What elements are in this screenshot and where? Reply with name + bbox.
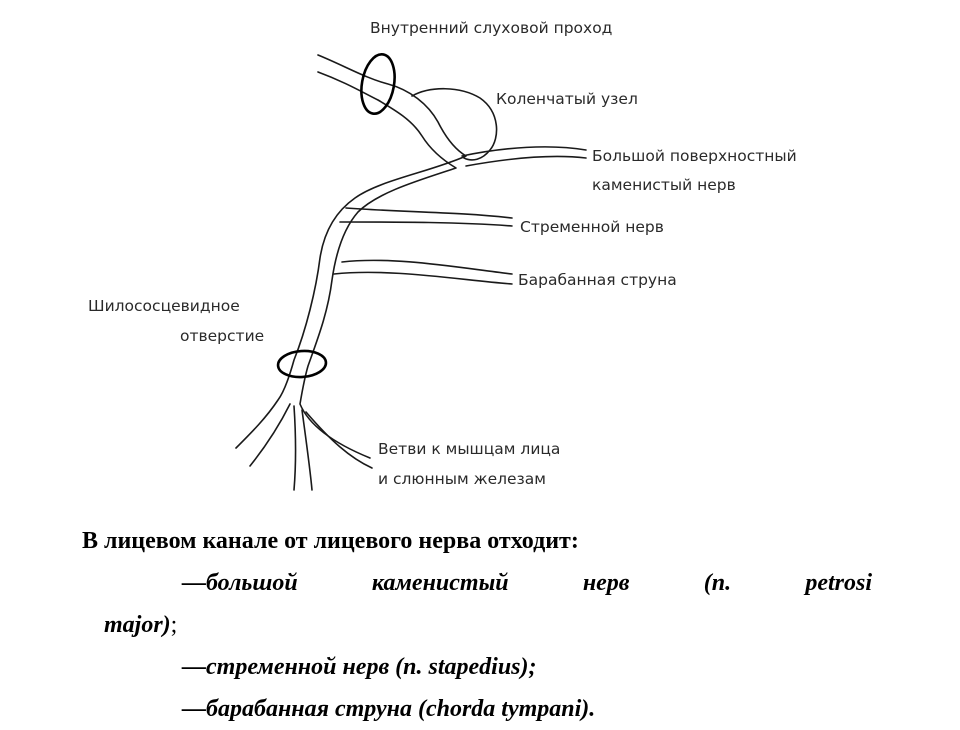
greater-petrosal-nerve-line-1: [461, 146, 587, 157]
list-item-greater-petrosal-continuation: major);: [82, 604, 872, 646]
list-item-greater-petrosal: —большой каменистый нерв (n. petrosi: [82, 562, 872, 604]
greater-petrosal-nerve-line-2: [465, 155, 587, 167]
description-heading: В лицевом канале от лицевого нерва отход…: [82, 528, 579, 554]
facial-branch-middle-outer: [301, 409, 313, 491]
facial-nerve-diagram: Внутренний слуховой проход Коленчатый уз…: [88, 19, 797, 491]
item-dash: —: [182, 570, 206, 596]
stylomastoid-ring: [276, 349, 328, 379]
facial-branch-left-inner: [249, 403, 291, 467]
nerve-trunk-upper: [235, 54, 467, 449]
label-chorda: Барабанная струна: [518, 271, 677, 289]
label-greater-petrosal-2: каменистый нерв: [592, 176, 736, 194]
stapedius-nerve-line-1: [345, 207, 513, 219]
chorda-tympani-line-1: [341, 259, 513, 275]
label-branches-2: и слюнным железам: [378, 470, 546, 488]
facial-branch-right: [305, 411, 373, 469]
geniculate-ganglion-outline: [411, 87, 498, 161]
facial-branch-middle: [293, 405, 297, 491]
stapedius-nerve-line-2: [339, 221, 513, 227]
item-greater-petrosal-punct: ;: [170, 612, 178, 638]
internal-meatus-ring: [360, 53, 396, 115]
list-item-chorda-tympani: —барабанная струна (chorda tympani).: [182, 696, 596, 722]
label-internal-meatus: Внутренний слуховой проход: [370, 19, 612, 37]
label-stapedius: Стременной нерв: [520, 218, 664, 236]
label-stylomastoid-1: Шилососцевидное: [88, 297, 240, 315]
label-branches-1: Ветви к мышцам лица: [378, 440, 560, 458]
chorda-tympani-line-2: [333, 271, 513, 285]
nerve-trunk-lower: [299, 71, 457, 459]
item-greater-petrosal-cont: major): [104, 612, 171, 638]
description-text: В лицевом канале от лицевого нерва отход…: [82, 520, 872, 730]
label-greater-petrosal-1: Большой поверхностный: [592, 147, 797, 165]
item-greater-petrosal-text: большой каменистый нерв (n. petrosi: [206, 570, 872, 596]
label-stylomastoid-2: отверстие: [180, 327, 264, 345]
label-geniculate-ganglion: Коленчатый узел: [496, 90, 638, 108]
list-item-stapedius: —стременной нерв (n. stapedius);: [182, 654, 537, 680]
